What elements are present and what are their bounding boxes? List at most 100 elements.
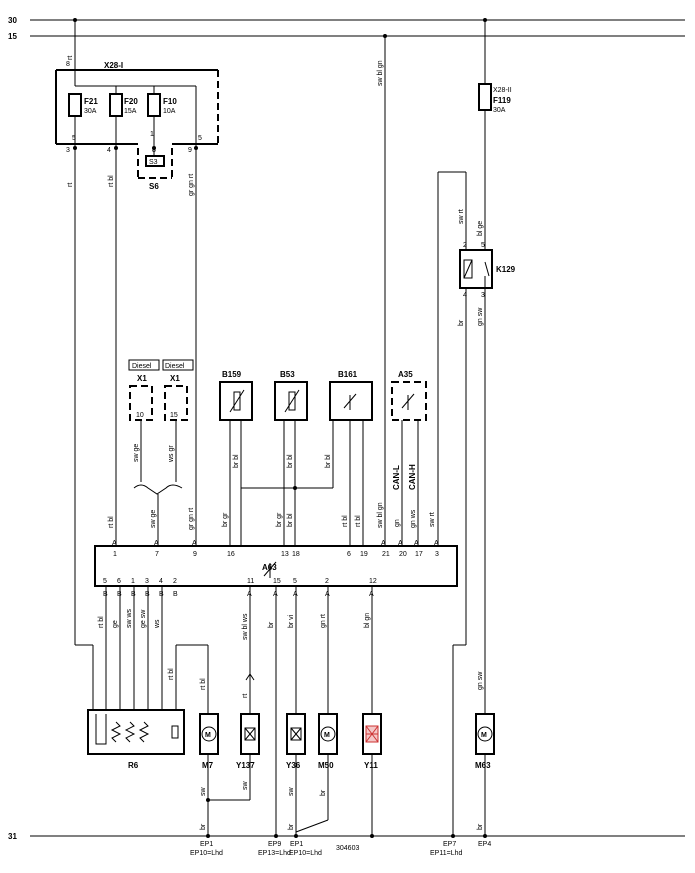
wire-gn-a35: gn [394, 519, 401, 527]
fuse-f119: X28-II F119 30A bl ge [477, 20, 512, 250]
a63-pin-letter-21: A [381, 540, 386, 547]
fuse-f119-icon [478, 83, 492, 111]
wire-swblgn: sw bl gn sw bl gn A [377, 36, 386, 547]
a63-pin-letter-7: A [154, 540, 159, 547]
fuse-f10-name: F10 [163, 97, 177, 106]
wire-ws-r6: ws [154, 619, 161, 629]
wire-rtbl-r6b: rt bl [168, 668, 175, 680]
wire-gnsw-k129: gn sw [477, 307, 484, 326]
a63-pin-letter-20: A [398, 540, 403, 547]
valve-y36-name: Y36 [286, 761, 301, 770]
wire-rtbl-m7: rt bl [200, 678, 207, 690]
wire-br-m7: br [200, 823, 207, 830]
a63-bottom-pin: 5 [293, 578, 297, 585]
ground-ep11: EP11=Lhd [430, 850, 462, 857]
valve-y137: Y137 sw [236, 713, 260, 800]
a63-top-pin: 20 [399, 551, 407, 558]
a63-top-pin: 9 [193, 551, 197, 558]
wire-blgn: bl gn [364, 613, 371, 628]
fusebox-x28-i: X28-I 8 F21 30A F20 15A F10 10A 5 1 8 5 … [55, 20, 219, 154]
fusebox-pin-5: 5 [72, 135, 76, 142]
a63-top-pin: 21 [382, 551, 390, 558]
wire-swge-x1: sw ge [133, 444, 140, 462]
wire-swblws: sw bl ws [242, 613, 249, 640]
wires-fusebox: rt rt rt bl gr gn rt rt bl gr gn rt A A [67, 56, 197, 710]
a63-bottom-pin: 6 [117, 578, 121, 585]
a63-bottom-pin: 5 [103, 578, 107, 585]
fusebox-pin-8-top: 8 [66, 61, 70, 68]
sensor-b161: B161 [329, 370, 373, 546]
a63-box [94, 545, 458, 587]
fusebox-pin-4: 4 [107, 147, 111, 154]
wire-swblgn-top: sw bl gn [377, 60, 384, 86]
a63-pin-letter-3: A [434, 540, 439, 547]
wire-brgr-a63: br gr [222, 512, 229, 527]
fusebox-pin-5b: 5 [198, 135, 202, 142]
wire-swws-r6: sw ws [126, 608, 133, 628]
svg-text:M: M [205, 732, 211, 739]
heater-r6-icon [87, 709, 185, 755]
sensor-b159-icon [219, 381, 253, 421]
wire-sw-y137: sw [242, 781, 249, 791]
wire-gnsw-m63: gn sw [477, 671, 484, 690]
rail-30-label: 30 [8, 16, 17, 25]
wire-brbl-b53: br bl [287, 454, 294, 468]
a63-bottom-pin: 12 [369, 578, 377, 585]
supply-rails: 30 15 31 [8, 16, 685, 841]
x1b-tag-box [162, 359, 194, 371]
wire-br-ep9: br [268, 621, 275, 628]
fuse-f21-rating: 30A [84, 108, 97, 115]
wire-brvi: br vi [288, 614, 295, 628]
ground-ep10-a: EP10=Lhd [190, 850, 223, 857]
x1a-pin: 10 [136, 412, 144, 419]
a63-bottom-pin: 2 [325, 578, 329, 585]
heater-r6: R6 [87, 709, 185, 770]
fusebox-pin-9: 9 [188, 147, 192, 154]
a63-top-pin: 18 [292, 551, 300, 558]
a63-top-pin: 1 [113, 551, 117, 558]
wires-k129: sw rt sw rt A br gn sw gn sw [429, 171, 486, 836]
module-a35: A35 CAN-L CAN-H gn gn ws A A [391, 370, 427, 547]
x1a-tag-box [128, 359, 160, 371]
wire-rt-top: rt [67, 56, 74, 60]
x1-merge: sw ge A [133, 484, 183, 547]
connector-x1-a: Diesel X1 10 sw ge [128, 359, 160, 482]
valve-y11: Y11 [362, 713, 382, 836]
a63-top-pin: 7 [155, 551, 159, 558]
wire-brrt-b161: rt bl [355, 515, 362, 527]
sensor-b161-icon [329, 381, 373, 421]
wire-rtbl-r6: rt bl [98, 616, 105, 628]
x1a-tag: Diesel [132, 363, 152, 370]
x1b-tag: Diesel [165, 363, 185, 370]
motor-m63-name: M63 [475, 761, 491, 770]
wire-blge: bl ge [477, 221, 484, 236]
valve-y36: Y36 sw br [286, 713, 306, 836]
wire-rtbl-a63: rt bl [108, 516, 115, 528]
wire-swrt-k129: sw rt [458, 209, 465, 224]
a63-top-pin: 6 [347, 551, 351, 558]
wire-sw-y36: sw [288, 787, 295, 797]
a63-bottom-pin: 15 [273, 578, 281, 585]
ground-ep4: EP4 [478, 841, 491, 848]
wire-ge-r6: ge [112, 620, 119, 628]
wire-swrt-a63: sw rt [429, 512, 436, 527]
a63-bottom-pin: 2 [173, 578, 177, 585]
wire-grgnrt-top: gr gn rt [188, 174, 195, 196]
sensor-ground-bus: br bl br bl br bl br gr br gr br bl rt b… [222, 454, 362, 527]
ground-ep1-b: EP1 [290, 841, 303, 848]
fuse-f20-rating: 15A [124, 108, 137, 115]
a63-top-pin: 16 [227, 551, 235, 558]
wire-can-h: CAN-H [408, 464, 417, 490]
wire-br-m63: br [477, 823, 484, 830]
ground-ep9: EP9 [268, 841, 281, 848]
module-a35-name: A35 [398, 370, 413, 379]
fusebox-pin-1: 1 [150, 131, 154, 138]
a63-pin-letter-9: A [192, 540, 197, 547]
wire-br-m50: br [320, 789, 327, 796]
relay-pin-5: 5 [481, 242, 485, 249]
fuse-f119-socket: X28-II [493, 87, 512, 94]
relay-pin-2: 2 [463, 242, 467, 249]
a63-bottom-pin: 3 [145, 578, 149, 585]
